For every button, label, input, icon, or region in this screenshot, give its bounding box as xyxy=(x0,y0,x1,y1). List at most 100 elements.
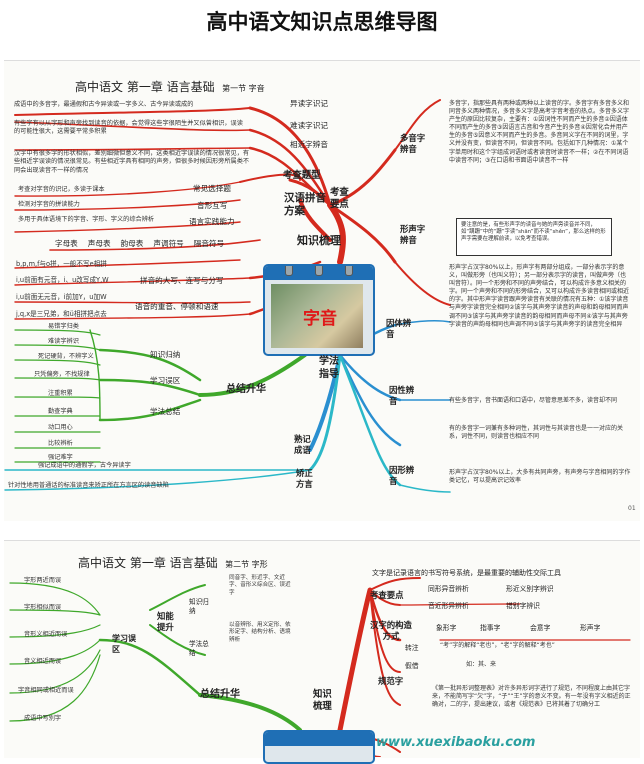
method-left-3: 多用于具体语境下的字音、字形、字义的综合辨析 xyxy=(18,216,155,223)
label-variant-reading: 异读字识记 xyxy=(290,99,328,108)
spelling-rule-1: b,p,m,f与o拼，一般不写e相拼 xyxy=(16,260,107,268)
ring-icon xyxy=(315,266,323,276)
sheet2-left-item-3: 音形义相近而误 xyxy=(24,631,68,638)
left-item-6: 勤查字典 xyxy=(48,408,73,415)
label-stress: 语音的重音、停顿和语速 xyxy=(135,302,219,311)
pinyin-row: 字母表 声母表 韵母表 声调符号 隔音符号 xyxy=(55,239,224,249)
sheet2-left-item-6: 成语中写别字 xyxy=(24,715,62,722)
sheet-two-header: 高中语文 第一章 语言基础 第二节 字形 xyxy=(78,554,268,571)
calendar-top-two xyxy=(265,732,373,746)
spelling-rule-2: i,u前面有元音，i、u改写成Y,W xyxy=(16,276,109,284)
method-right-1: 常见选择题 xyxy=(193,184,231,193)
watermark: www.xuexibaoku.com xyxy=(376,735,536,750)
structure-item-2: 指事字 xyxy=(480,624,501,632)
node-exam-type: 考查题型 xyxy=(283,170,321,181)
left-item-3: 死记硬背，不辨字义 xyxy=(38,353,94,360)
left-note-2: 有些字有以从字形和声旁找到读音的依据，会觉得这些字很陌生并又似曾相识，误读的可能… xyxy=(14,120,243,136)
shape-sound-note: 要注意的是，有些形声字的读音与她的声旁读音并不同，如“蹒跚”中的“跚”字读“sh… xyxy=(456,218,612,256)
bottom-note-1: 强记成语中的通假字，古今异读字 xyxy=(38,462,131,469)
ring-icon xyxy=(285,266,293,276)
form-box: 形声字占汉字80%以上，大多有共同声旁，有声旁与字音相同的字作类记忆，可以提高识… xyxy=(449,469,631,485)
method-right-2: 音形互写 xyxy=(197,201,228,210)
label-hard-reading: 难读字识记 xyxy=(290,121,328,130)
node-learn-summary: 学法总结 xyxy=(150,407,181,416)
method-left-2: 检测对字音的拼读能力 xyxy=(18,201,80,208)
node-form-sound: 因形辨音 xyxy=(389,465,415,486)
pinyin-initials: 声母表 xyxy=(87,239,111,248)
page-number: 01 xyxy=(628,505,636,512)
spelling-rule-4: j,q,x是三兄弟，和ü相拼把点去 xyxy=(16,310,107,318)
pinyin-separator: 隔音符号 xyxy=(193,239,225,248)
left-note-1: 成语中的多音字，最通假和古今异读或一字多义、古今异读或成的 xyxy=(14,101,194,108)
exam-item-1: 同形异音辨析 xyxy=(428,585,469,593)
node-exam-points: 考查要点 xyxy=(330,187,349,210)
node-memory: 熟记成语 xyxy=(294,434,311,455)
label-similar-char: 相近字辨音 xyxy=(290,140,328,149)
node-polyphone: 多音字辨音 xyxy=(400,133,426,154)
node-ability: 知能提升 xyxy=(157,611,174,632)
borrow-note: 如：其、来 xyxy=(466,661,497,668)
bottom-note-2: 针对性地用普通话的标准读音来矫正所在方言区的读音缺陷 xyxy=(8,482,169,489)
ring-icon xyxy=(345,266,353,276)
node-method-guide: 学法指导 xyxy=(319,356,339,380)
method-right-3: 语言实践能力 xyxy=(189,217,235,226)
polyphone-box: 多音字，指那些具有两种或两种以上读音的字。多音字有多音多义和同音多义两种情况，多… xyxy=(449,100,630,164)
node-knowledge-return: 知识归纳 xyxy=(150,350,181,359)
calendar-illustration-two xyxy=(263,730,375,764)
sheet-two-header-text: 高中语文 第一章 语言基础 xyxy=(78,556,218,570)
left-item-1: 易错字归类 xyxy=(48,323,79,330)
sheet-one-header-text: 高中语文 第一章 语言基础 xyxy=(75,80,215,94)
left-item-2: 难读字辨识 xyxy=(48,338,79,345)
sheet2-left-item-2: 字形相似而误 xyxy=(24,604,62,611)
pinyin-finals: 韵母表 xyxy=(120,239,144,248)
standard-box: 《第一批异形词整理表》对许多异形词字进行了规范，不同程度上由其它字来，不能简写字… xyxy=(432,685,631,709)
structure-item-1: 象形字 xyxy=(436,624,457,632)
exam-item-2: 形近义别字辨识 xyxy=(506,585,554,593)
left-item-8: 比较辨析 xyxy=(48,440,73,447)
left-note-3: 汉字中有很多字的形状相似，差别细微但意义不同，这类相近字误读的情况很常见，有些相… xyxy=(14,150,250,174)
mid-note-1: 同音字、形近字、文近字、音形义综合区、误近字 xyxy=(229,575,291,596)
label-borrow: 假借 xyxy=(405,662,419,670)
page-title: 高中语文知识点思维导图 xyxy=(206,10,438,34)
sheet2-left-item-4: 音义相近而误 xyxy=(24,658,62,665)
node-learn-zone-two: 学习误区 xyxy=(112,634,136,654)
sheet-two-section: 第二节 字形 xyxy=(225,560,268,569)
mid-note-2: 以音辨形、用义定形、依形定字、结构分析、语境辨析 xyxy=(229,622,291,643)
calendar-photo xyxy=(271,284,363,348)
node-standard: 规范字 xyxy=(378,676,404,686)
left-item-9: 强记难字 xyxy=(48,454,73,461)
node-knowledge: 知识梳理 xyxy=(297,234,341,247)
node-learn-zone: 学习误区 xyxy=(150,376,181,385)
node-exam-points-two: 考查要点 xyxy=(370,590,404,600)
node-pinyin-scheme: 汉语拼音方案 xyxy=(284,192,326,217)
node-summary-two: 总结升华 xyxy=(200,689,240,700)
node-shape-sound: 形声字辨音 xyxy=(400,224,426,245)
pinyin-tones: 声调符号 xyxy=(153,239,184,248)
node-summary: 总结升华 xyxy=(226,384,266,395)
meaning-box: 有的多音字一词兼有多种词性，其词性与其读音也是一一对应的关系，词性不同，则读音也… xyxy=(449,425,624,441)
calendar-word: 字音 xyxy=(303,309,337,329)
left-item-7: 动口用心 xyxy=(48,424,73,431)
transfer-note: “考”字的解释“老也”，“老”字的解释“考也” xyxy=(440,642,555,649)
node-knowledge-two: 知识梳理 xyxy=(313,689,332,712)
sheet-two xyxy=(4,540,640,758)
sheet2-left-item-5: 字音相同或相近而误 xyxy=(18,687,74,694)
structure-item-4: 形声字 xyxy=(580,624,601,632)
shape-sound-box: 形声字占汉字80%以上，形声字有两部分组成，一部分表示字的意义，叫做形旁（也叫义… xyxy=(449,264,630,328)
node-cause: 因性辨音 xyxy=(389,385,415,406)
top-line: 文字是记录语言的书写符号系统，是最重要的辅助性交际工具 xyxy=(372,569,561,577)
label-transfer: 转注 xyxy=(405,644,419,652)
structure-item-3: 会意字 xyxy=(530,624,551,632)
exam-item-4: 错别字辨识 xyxy=(506,602,540,610)
cause-box: 有些多音字，音书面语和口语中，尽管意思差不多，读音却不同 xyxy=(449,397,618,404)
node-fix-dialect: 矫正方言 xyxy=(296,468,313,489)
node-structure: 汉字的构造方式 xyxy=(370,620,412,641)
method-left-1: 考查对字音的识记，多读于课本 xyxy=(18,186,105,193)
calendar-illustration: 字音 xyxy=(263,264,375,356)
node-form: 因体辨音 xyxy=(386,318,412,339)
pinyin-alphabet: 字母表 xyxy=(55,239,78,248)
exam-item-3: 音近形异辨析 xyxy=(428,602,469,610)
label-spelling: 拼音的大写、连写与分写 xyxy=(140,276,224,285)
